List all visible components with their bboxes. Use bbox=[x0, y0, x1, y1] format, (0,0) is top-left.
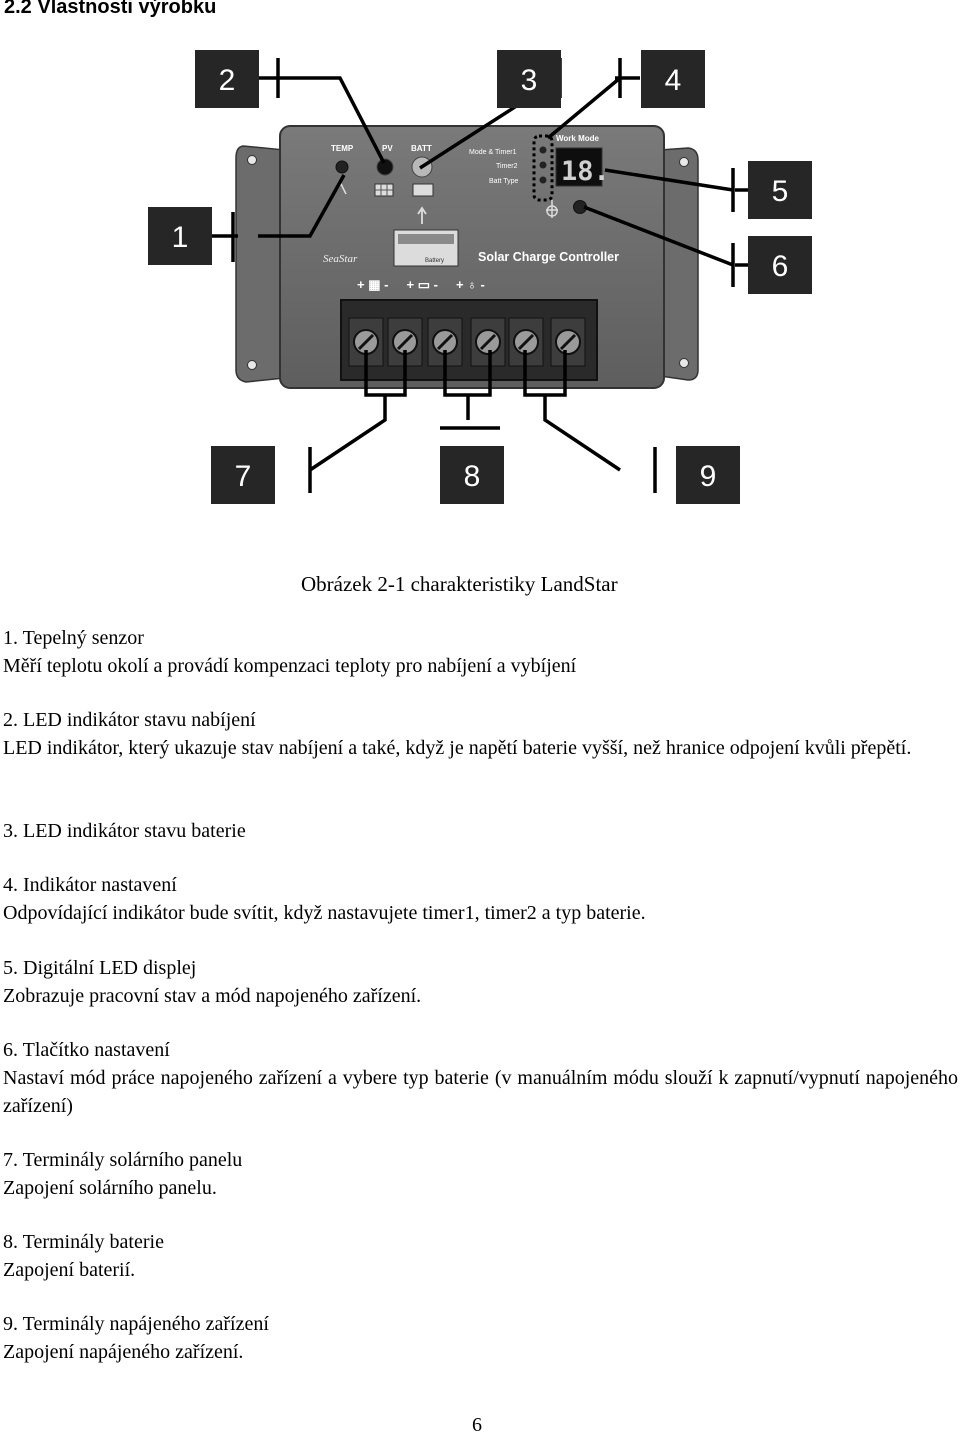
callout-number-2: 2 bbox=[219, 64, 236, 97]
temp-label: TEMP bbox=[331, 144, 354, 153]
callout-box-3 bbox=[497, 50, 561, 108]
callout-number-9: 9 bbox=[700, 460, 717, 493]
right-flange bbox=[659, 147, 699, 381]
item-title: 6. Tlačítko nastavení bbox=[3, 1039, 170, 1061]
button-symbol-icon bbox=[546, 200, 558, 218]
item-desc: Zapojení baterií. bbox=[3, 1259, 136, 1281]
screw-slot bbox=[479, 333, 497, 351]
item-desc: Nastaví mód práce napojeného zařízení a … bbox=[3, 1067, 958, 1117]
screw-slot bbox=[396, 333, 414, 351]
item-title: 5. Digitální LED displej bbox=[3, 957, 197, 979]
callout-number-1: 1 bbox=[172, 221, 189, 254]
item-9: 9. Terminály napájeného zařízení Zapojen… bbox=[3, 1310, 958, 1366]
callout-number-7: 7 bbox=[235, 460, 252, 493]
item-8: 8. Terminály baterie Zapojení baterií. bbox=[3, 1228, 958, 1284]
item-1: 1. Tepelný senzor Měří teplotu okolí a p… bbox=[3, 624, 958, 680]
charge-controller-figure: TEMP PV BATT Mode & Timer1 Timer2 Batt T… bbox=[148, 50, 812, 504]
item-desc: Zapojení napájeného zařízení. bbox=[3, 1341, 244, 1363]
item-title: 3. LED indikátor stavu baterie bbox=[3, 820, 246, 842]
screw-slot bbox=[436, 333, 454, 351]
screw-slot bbox=[517, 333, 535, 351]
callout-box-4 bbox=[641, 50, 705, 108]
pv-label: PV bbox=[382, 144, 393, 153]
item-5: 5. Digitální LED displej Zobrazuje praco… bbox=[3, 954, 958, 1010]
arrow-up-icon bbox=[417, 206, 427, 224]
item-3: 3. LED indikátor stavu baterie bbox=[3, 817, 958, 845]
callout-box-5 bbox=[748, 161, 812, 219]
brand-label: SeaStar bbox=[323, 253, 358, 265]
item-desc: Zobrazuje pracovní stav a mód napojeného… bbox=[3, 985, 422, 1007]
screw-slot bbox=[559, 333, 577, 351]
item-desc: LED indikátor, který ukazuje stav nabíje… bbox=[3, 737, 912, 759]
item-2: 2. LED indikátor stavu nabíjení LED indi… bbox=[3, 706, 958, 762]
batt-label: BATT bbox=[411, 144, 432, 153]
callout-number-8: 8 bbox=[464, 460, 481, 493]
callout-box-7 bbox=[211, 446, 275, 504]
terminal-screws bbox=[348, 317, 586, 367]
screw-slot bbox=[357, 333, 375, 351]
item-6: 6. Tlačítko nastavení Nastaví mód práce … bbox=[3, 1036, 958, 1120]
timer2-label: Timer2 bbox=[496, 163, 518, 170]
callout-number-6: 6 bbox=[772, 250, 789, 283]
pv-led bbox=[376, 158, 394, 176]
item-title: 2. LED indikátor stavu nabíjení bbox=[3, 709, 256, 731]
item-title: 9. Terminály napájeného zařízení bbox=[3, 1313, 269, 1335]
callout-number-5: 5 bbox=[772, 175, 789, 208]
item-desc: Odpovídající indikátor bude svítit, když… bbox=[3, 902, 646, 924]
temp-sensor bbox=[335, 160, 349, 174]
item-desc: Zapojení solárního panelu. bbox=[3, 1177, 217, 1199]
item-desc: Měří teplotu okolí a provádí kompenzaci … bbox=[3, 655, 577, 677]
item-4: 4. Indikátor nastavení Odpovídající indi… bbox=[3, 871, 958, 927]
item-title: 7. Terminály solárního panelu bbox=[3, 1149, 243, 1171]
mode-indicators bbox=[532, 134, 554, 202]
callout-box-2 bbox=[195, 50, 259, 108]
left-flange bbox=[235, 145, 286, 383]
callout-box-9 bbox=[676, 446, 740, 504]
battery-icon bbox=[412, 183, 434, 197]
controller-title: Solar Charge Controller bbox=[478, 250, 619, 264]
batt-type-label: Batt Type bbox=[489, 178, 519, 185]
item-title: 4. Indikátor nastavení bbox=[3, 874, 177, 896]
item-title: 1. Tepelný senzor bbox=[3, 627, 144, 649]
item-7: 7. Terminály solárního panelu Zapojení s… bbox=[3, 1146, 958, 1202]
item-title: 8. Terminály baterie bbox=[3, 1231, 164, 1253]
callout-number-3: 3 bbox=[521, 64, 538, 97]
callout-box-6 bbox=[748, 236, 812, 294]
mode-timer1-label: Mode & Timer1 bbox=[469, 149, 517, 156]
led-display bbox=[555, 147, 603, 187]
work-mode-label: Work Mode bbox=[556, 134, 600, 143]
section-heading: 2.2 Vlastnosti výrobku bbox=[4, 0, 217, 18]
callout-box-1 bbox=[148, 207, 212, 265]
battery-graphic-label: Battery bbox=[425, 258, 444, 264]
callout-number-4: 4 bbox=[665, 64, 682, 97]
figure-caption: Obrázek 2-1 charakteristiky LandStar bbox=[301, 572, 618, 596]
callout-box-8 bbox=[440, 446, 504, 504]
led-display-digits: 18. bbox=[561, 156, 610, 187]
terminal-polarity-signs: + ▦ - + ▭ - + ♁ - bbox=[357, 277, 485, 292]
page-number: 6 bbox=[472, 1414, 482, 1436]
